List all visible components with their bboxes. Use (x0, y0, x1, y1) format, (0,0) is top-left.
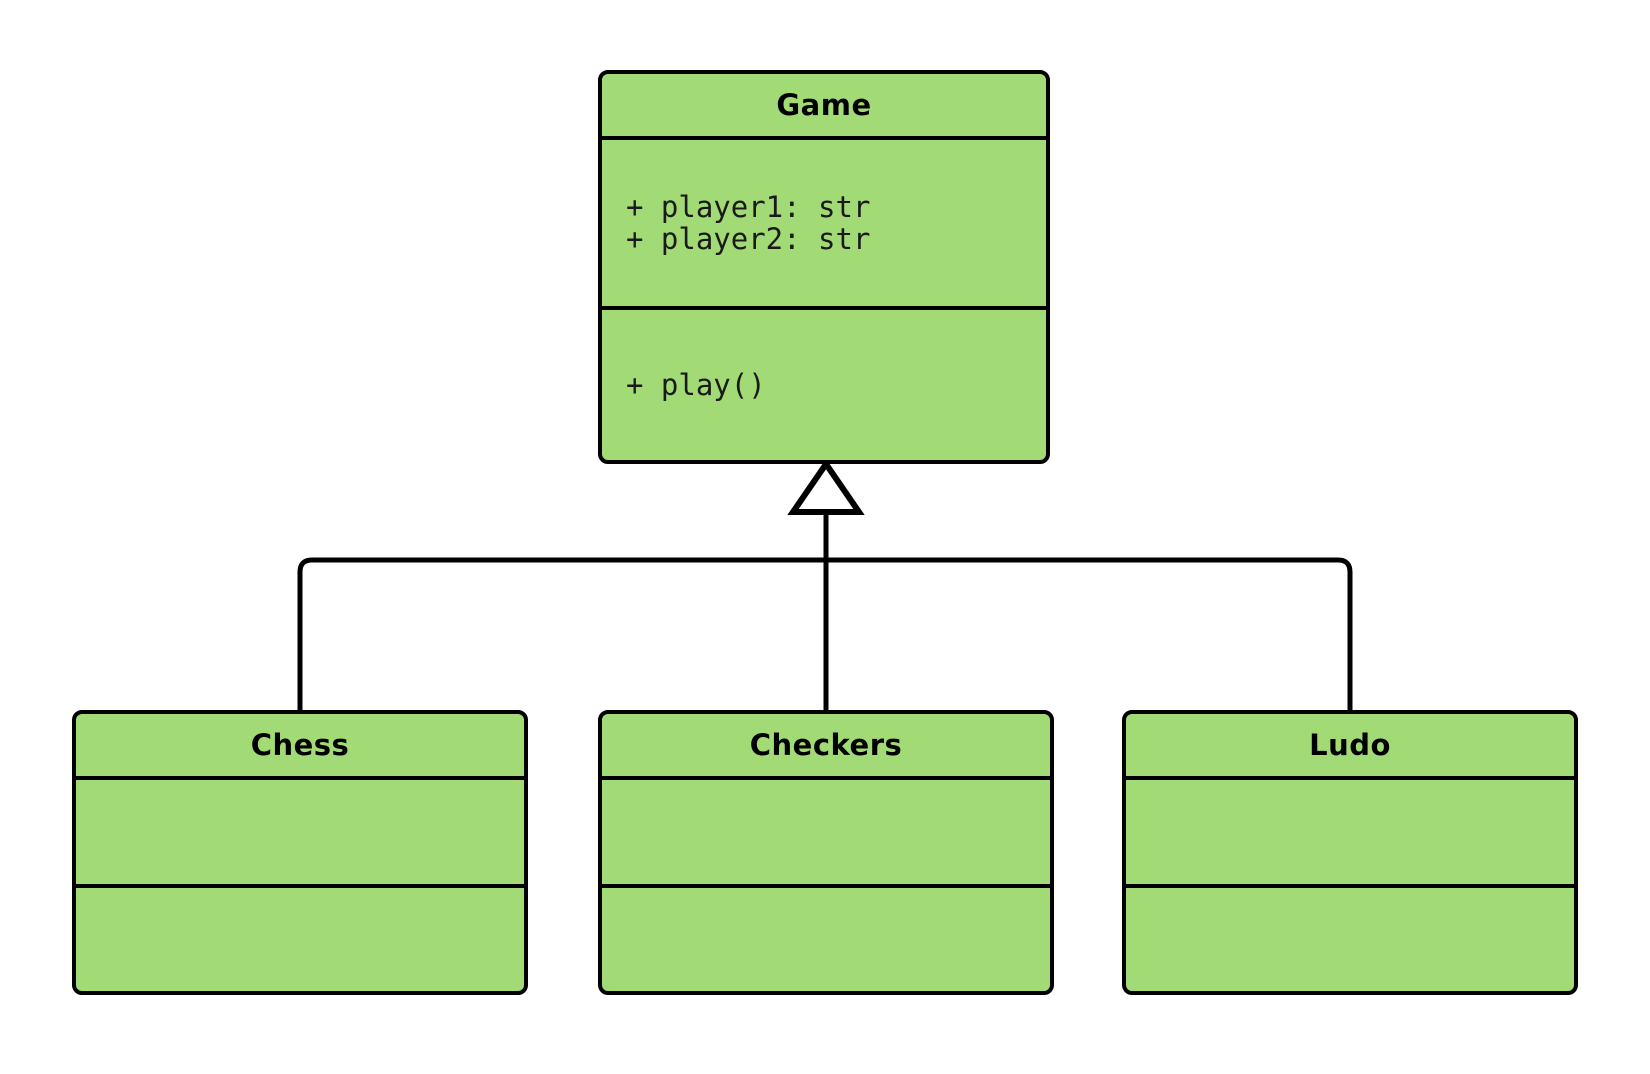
class-attributes-compartment-ludo (1126, 780, 1574, 888)
class-box-checkers[interactable]: Checkers (598, 710, 1054, 995)
class-operations-compartment-game: + play() (602, 310, 1046, 460)
class-operations-compartment-ludo (1126, 888, 1574, 991)
generalization-bus (297, 557, 1353, 703)
class-title-compartment-ludo: Ludo (1126, 714, 1574, 780)
class-operations-compartment-chess (76, 888, 524, 991)
class-attributes-compartment-game: + player1: str + player2: str (602, 140, 1046, 310)
class-box-chess[interactable]: Chess (72, 710, 528, 995)
class-box-game[interactable]: Game + player1: str + player2: str + pla… (598, 70, 1050, 464)
class-title-compartment-game: Game (602, 74, 1046, 140)
class-attributes-compartment-checkers (602, 780, 1050, 888)
class-name-checkers: Checkers (749, 727, 903, 762)
class-title-compartment-checkers: Checkers (602, 714, 1050, 780)
generalization-triangle-arrowhead (787, 458, 865, 515)
class-name-game: Game (776, 87, 872, 122)
class-title-compartment-chess: Chess (76, 714, 524, 780)
operation-row: + play() (626, 367, 766, 402)
class-box-ludo[interactable]: Ludo (1122, 710, 1578, 995)
class-name-ludo: Ludo (1309, 727, 1391, 762)
class-operations-compartment-checkers (602, 888, 1050, 991)
class-attributes-compartment-chess (76, 780, 524, 888)
class-name-chess: Chess (250, 727, 350, 762)
attribute-row: + player2: str (626, 222, 871, 256)
attribute-row: + player1: str (626, 189, 871, 224)
